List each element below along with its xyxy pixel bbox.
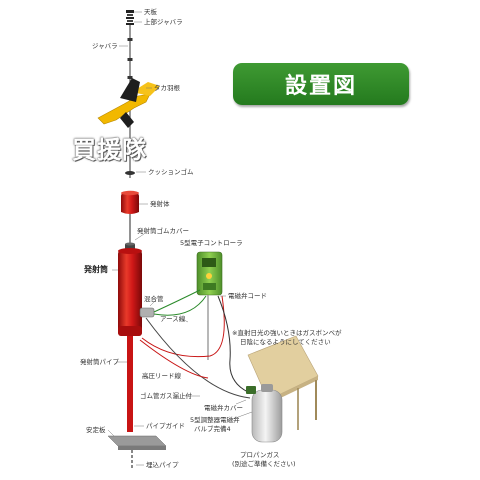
- barrel-pipe-icon: [127, 336, 133, 432]
- label-solenoid-cord: 電磁弁コード: [228, 292, 267, 300]
- label-gas-hose: ゴム管ガス漏止付: [140, 392, 192, 400]
- label-stabilizer-plate: 安定板: [86, 426, 106, 434]
- label-sunlight-note-1: ※直射日光の強いときはガスボンベが: [232, 329, 342, 337]
- controller-icon: [196, 251, 223, 296]
- leader-lines: [107, 11, 253, 466]
- label-buried-pipe: 埋込パイプ: [146, 461, 179, 469]
- launcher-body-icon: [121, 190, 139, 214]
- watermark-text: 買援隊: [72, 136, 147, 164]
- label-propane-2: (別途ご準備ください): [232, 460, 296, 468]
- hawk-feather-icon: [97, 78, 160, 128]
- label-launcher-body: 発射体: [150, 200, 170, 208]
- label-bellows: ジャバラ: [92, 42, 118, 50]
- label-controller: 5型電子コントローラ: [180, 239, 243, 247]
- wiring: [139, 289, 251, 399]
- label-earth-wire: アース線: [160, 315, 186, 323]
- label-barrel: 発射筒: [84, 265, 108, 274]
- label-sunlight-note-2: 日陰になるようにしてください: [240, 338, 331, 346]
- title-badge: 設置図: [233, 63, 409, 105]
- stabilizer-plate-icon: [107, 435, 167, 450]
- barrel-icon: [118, 248, 142, 336]
- label-hawk-feather: タカ羽根: [154, 84, 180, 92]
- mixing-tube-icon: [139, 307, 155, 318]
- label-solenoid-cover: 電磁弁カバー: [204, 404, 243, 412]
- label-barrel-rubber-cover: 発射筒ゴムカバー: [137, 227, 189, 235]
- bellows-icon: [127, 38, 133, 79]
- label-barrel-pipe: 発射筒パイプ: [80, 358, 119, 366]
- label-cushion-rubber: クッションゴム: [148, 168, 194, 176]
- label-pipe-guide: パイプガイド: [146, 422, 185, 430]
- top-plate-icon: [126, 10, 134, 25]
- label-propane-1: プロパンガス: [240, 451, 280, 459]
- label-top-plate: 天板: [144, 8, 157, 16]
- label-upper-bellows: 上部ジャバラ: [144, 18, 183, 26]
- label-mixing-tube: 混合管: [144, 295, 164, 303]
- label-hv-lead: 高圧リード線: [142, 372, 181, 380]
- page-title: 設置図: [284, 74, 357, 99]
- label-regulator-1: 5型調整器電磁弁: [190, 416, 240, 424]
- label-regulator-2: バルブ完備4: [194, 425, 231, 433]
- propane-cylinder-icon: [246, 384, 283, 443]
- cushion-rubber-icon: [125, 171, 135, 175]
- barrel-rubber-cover-icon: [125, 242, 135, 250]
